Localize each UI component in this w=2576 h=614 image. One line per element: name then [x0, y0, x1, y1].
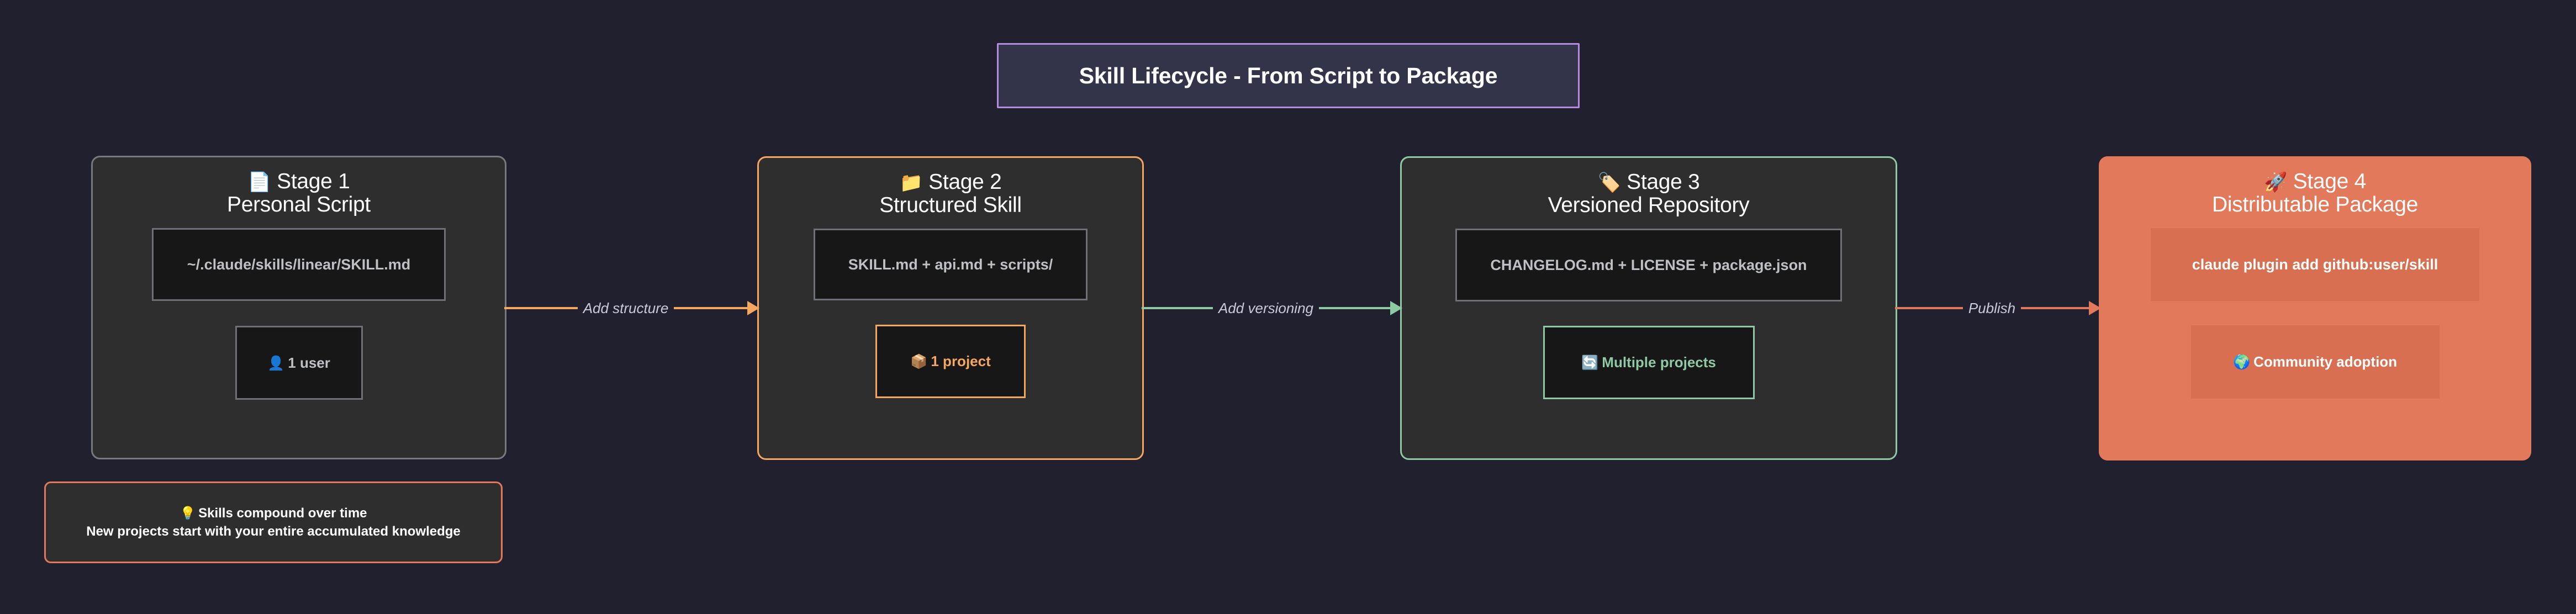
connector-stage3-stage4: Publish [1895, 289, 2101, 327]
stage-3-code-box: CHANGELOG.md + LICENSE + package.json [1455, 229, 1842, 302]
stage-card-1[interactable]: 📄 Stage 1 Personal Script ~/.claude/skil… [91, 156, 506, 459]
connector-2-label: Add versioning [1218, 299, 1313, 316]
stage-1-badge-label: 1 user [288, 354, 330, 371]
stage-card-3[interactable]: 🏷️ Stage 3 Versioned Repository CHANGELO… [1400, 156, 1897, 460]
stage-1-title-line2: Personal Script [227, 193, 371, 217]
connector-2-line-right [1319, 307, 1390, 309]
connector-stage2-stage3: Add versioning [1142, 289, 1402, 327]
label-tag-icon: 🏷️ [1597, 172, 1621, 193]
stage-2-title-line1: Stage 2 [928, 170, 1002, 194]
stage-1-badge-text: 👤1 user [267, 354, 330, 372]
stage-1-code-box: ~/.claude/skills/linear/SKILL.md [152, 228, 446, 301]
stage-3-title: 🏷️ Stage 3 Versioned Repository [1548, 170, 1750, 218]
stage-4-code-text: claude plugin add github:user/skill [2192, 256, 2438, 273]
stage-1-code-text: ~/.claude/skills/linear/SKILL.md [187, 256, 411, 273]
stage-4-title-line1: Stage 4 [2293, 170, 2367, 193]
bust-in-silhouette-icon: 👤 [267, 355, 285, 371]
stage-4-code-box: claude plugin add github:user/skill [2151, 228, 2479, 301]
note-line-1: 💡Skills compound over time [180, 504, 367, 522]
stage-1-title: 📄 Stage 1 Personal Script [227, 170, 371, 216]
stage-1-badge: 👤1 user [235, 326, 363, 400]
arrow-head-icon [2089, 301, 2101, 315]
note-line-2: New projects start with your entire accu… [86, 524, 461, 539]
stage-2-badge: 📦1 project [875, 325, 1026, 399]
stage-3-badge-label: Multiple projects [1602, 354, 1716, 371]
page-facing-up-icon: 📄 [247, 172, 271, 193]
light-bulb-icon: 💡 [180, 505, 196, 520]
stage-2-badge-text: 📦1 project [910, 353, 991, 370]
diagram-title-banner: Skill Lifecycle - From Script to Package [997, 43, 1580, 108]
insight-note-box: 💡Skills compound over time New projects … [44, 481, 503, 563]
stage-2-title: 📁 Stage 2 Structured Skill [879, 170, 1022, 218]
stage-2-badge-label: 1 project [931, 353, 991, 370]
connector-1-line [504, 307, 578, 309]
stage-3-badge: 🔄Multiple projects [1543, 326, 1755, 400]
stage-2-code-box: SKILL.md + api.md + scripts/ [814, 229, 1088, 301]
stage-4-badge: 🌍Community adoption [2190, 325, 2440, 399]
note-line-1-text: Skills compound over time [198, 505, 367, 521]
stage-4-title-line2: Distributable Package [2211, 193, 2419, 217]
connector-1-line-right [674, 307, 748, 309]
connector-stage1-stage2: Add structure [504, 289, 760, 327]
rocket-icon: 🚀 [2264, 172, 2288, 193]
connector-3-line [1895, 307, 1963, 309]
stage-4-badge-text: 🌍Community adoption [2233, 353, 2397, 370]
arrow-head-icon [747, 301, 760, 315]
stage-3-title-line2: Versioned Repository [1548, 193, 1750, 218]
file-folder-icon: 📁 [899, 172, 923, 193]
stage-4-badge-label: Community adoption [2253, 353, 2398, 370]
globe-icon: 🌍 [2232, 354, 2251, 370]
page-title: Skill Lifecycle - From Script to Package [1079, 62, 1498, 88]
arrow-head-icon [1390, 301, 1402, 315]
stage-card-4[interactable]: 🚀 Stage 4 Distributable Package claude p… [2099, 156, 2531, 460]
stage-1-title-line1: Stage 1 [277, 170, 350, 193]
stage-3-code-text: CHANGELOG.md + LICENSE + package.json [1490, 256, 1807, 273]
stage-card-2[interactable]: 📁 Stage 2 Structured Skill SKILL.md + ap… [757, 156, 1144, 460]
stage-3-badge-text: 🔄Multiple projects [1581, 354, 1716, 371]
counterclockwise-arrows-icon: 🔄 [1581, 355, 1599, 371]
package-icon: 📦 [910, 354, 928, 370]
stage-2-code-text: SKILL.md + api.md + scripts/ [848, 256, 1053, 273]
connector-2-line [1142, 307, 1213, 309]
stage-3-title-line1: Stage 3 [1627, 170, 1700, 194]
stage-2-title-line2: Structured Skill [879, 193, 1022, 218]
connector-3-label: Publish [1968, 299, 2016, 316]
stage-4-title: 🚀 Stage 4 Distributable Package [2212, 170, 2418, 216]
connector-3-line-right [2021, 307, 2089, 309]
connector-1-label: Add structure [583, 299, 669, 316]
